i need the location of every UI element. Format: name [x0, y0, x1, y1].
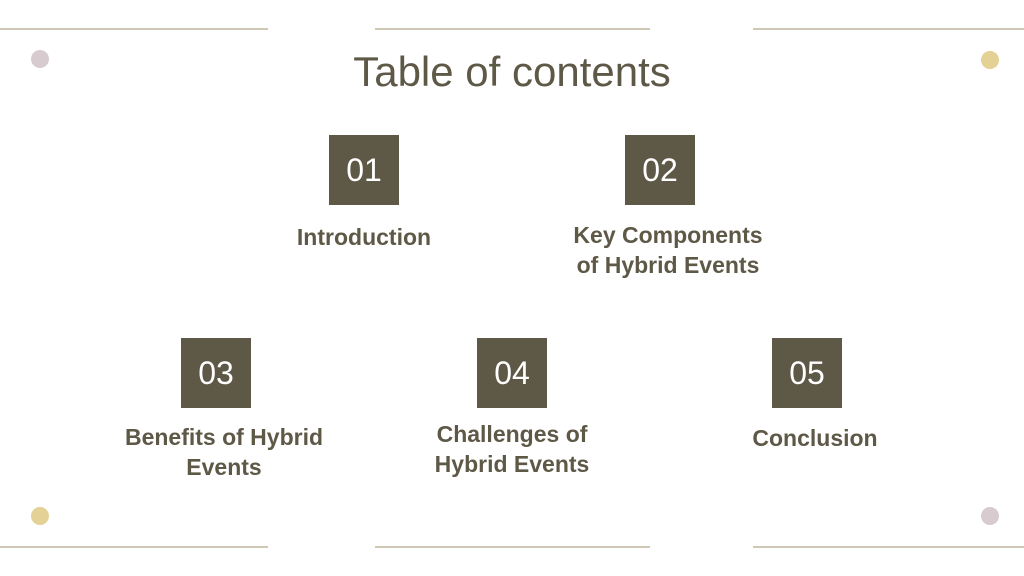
toc-item-label: Challenges of Hybrid Events: [382, 419, 642, 479]
decorative-dot-top-left: [31, 50, 49, 68]
toc-number-badge: 04: [477, 338, 547, 408]
top-rule-center: [375, 28, 650, 30]
top-rule-left: [0, 28, 268, 30]
bottom-rule-left: [0, 546, 268, 548]
decorative-dot-bottom-right: [981, 507, 999, 525]
toc-item-label-line-2: of Hybrid Events: [576, 252, 760, 278]
bottom-rule-center: [375, 546, 650, 548]
toc-item-label: Benefits of Hybrid Events: [94, 422, 354, 482]
toc-item-label: Introduction: [234, 222, 494, 252]
toc-item-conclusion: 05 Conclusion: [677, 338, 937, 468]
toc-item-label-line-2: Hybrid Events: [434, 451, 590, 477]
toc-item-label-line-1: Challenges of: [436, 421, 588, 447]
top-rule-right: [753, 28, 1024, 30]
toc-number-badge: 05: [772, 338, 842, 408]
toc-item-label-line-1: Key Components: [573, 222, 763, 248]
toc-item-label-text: Introduction: [296, 224, 432, 250]
toc-item-key-components: 02 Key Components of Hybrid Events: [530, 135, 790, 285]
toc-item-label-text: Conclusion: [752, 425, 878, 451]
toc-number-badge: 03: [181, 338, 251, 408]
toc-item-label-line-1: Benefits of Hybrid: [124, 424, 324, 450]
toc-item-introduction: 01 Introduction: [234, 135, 494, 265]
toc-number-badge: 02: [625, 135, 695, 205]
page-title: Table of contents: [353, 48, 671, 95]
decorative-dot-top-right: [981, 51, 999, 69]
toc-item-challenges: 04 Challenges of Hybrid Events: [382, 338, 642, 488]
decorative-dot-bottom-left: [31, 507, 49, 525]
toc-item-label-line-2: Events: [186, 454, 262, 480]
toc-item-label: Conclusion: [685, 423, 945, 453]
toc-item-label: Key Components of Hybrid Events: [538, 220, 798, 280]
toc-number-badge: 01: [329, 135, 399, 205]
bottom-rule-right: [753, 546, 1024, 548]
toc-item-benefits: 03 Benefits of Hybrid Events: [86, 338, 346, 488]
